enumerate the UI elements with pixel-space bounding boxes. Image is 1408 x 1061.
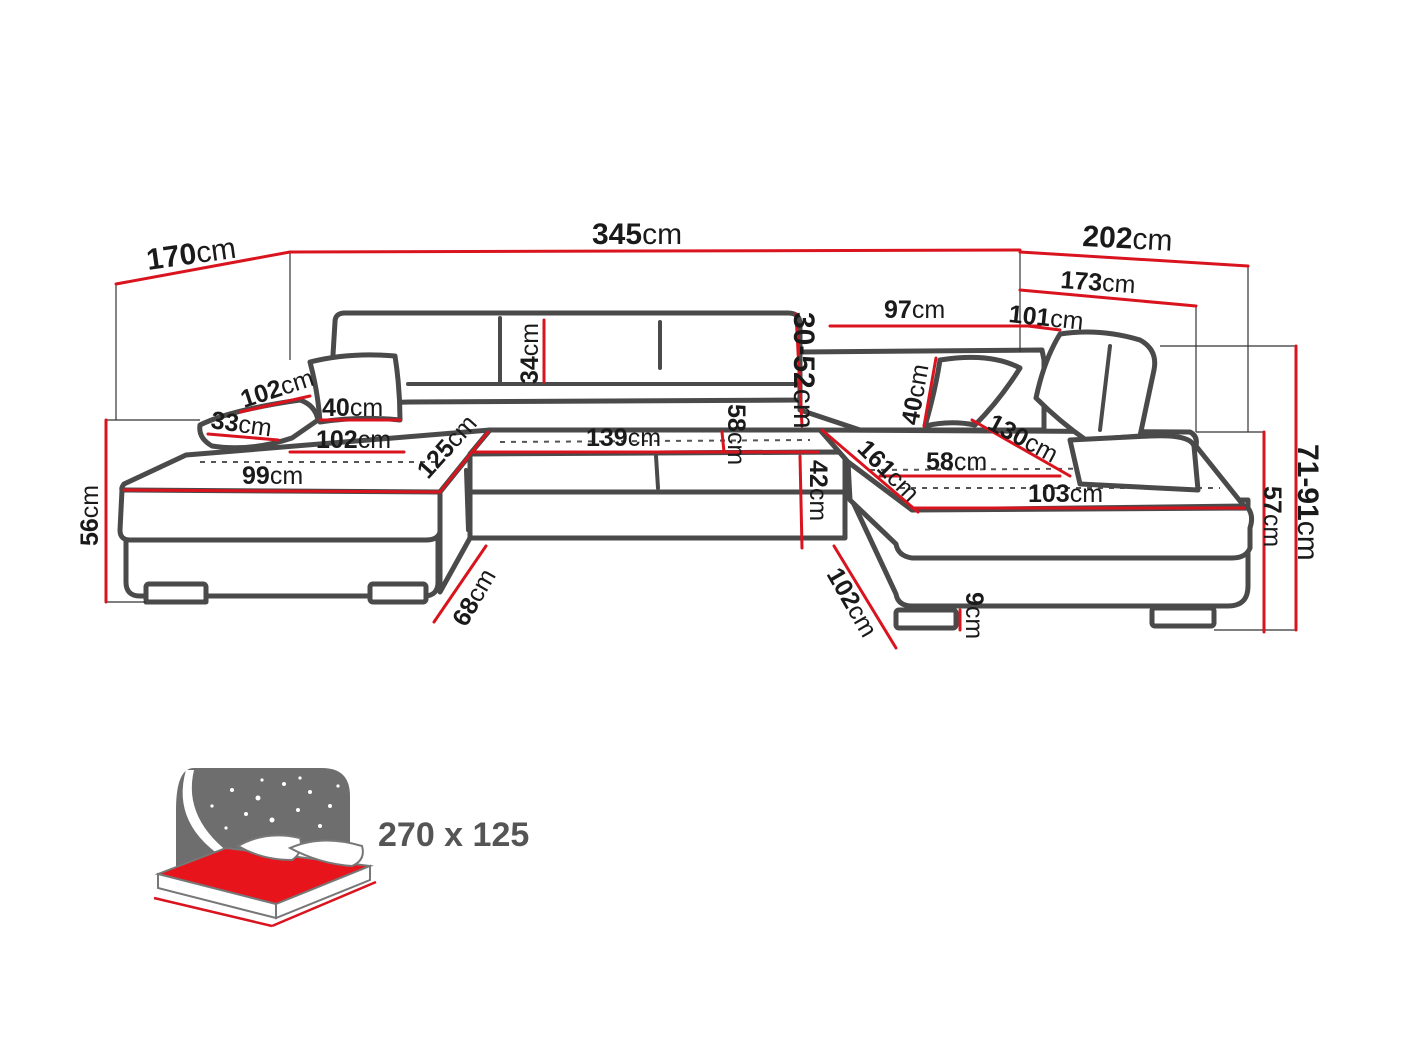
leg-1-block [143, 581, 209, 605]
label-58-mid: 58cm [722, 404, 750, 465]
backrest [327, 310, 803, 407]
middle-base [467, 487, 848, 541]
left-seat-front [117, 487, 443, 543]
sleeping-area-label: 270 x 125 [378, 816, 529, 854]
label-right-inner: 173cm [1060, 266, 1137, 299]
label-34: 34cm [516, 323, 544, 384]
line-68 [432, 544, 488, 624]
guide-lines [106, 252, 1296, 631]
seat-crease-1 [654, 454, 660, 490]
label-101: 101cm [1007, 300, 1085, 336]
label-57: 57cm [1258, 486, 1286, 547]
leg-3-block [893, 607, 959, 631]
moon-icon [182, 770, 236, 862]
right-pillow [922, 354, 1023, 429]
label-left-depth: 170cm [144, 232, 238, 277]
line-33 [206, 432, 280, 442]
bed-side-right [275, 864, 371, 920]
right-headrest [1033, 329, 1158, 443]
label-42: 42cm [804, 460, 832, 521]
bed-icon: 270 x 125 [153, 768, 529, 928]
line-right-depth [1018, 250, 1250, 268]
line-58-mid [720, 430, 726, 454]
label-99: 99cm [242, 462, 303, 490]
line-125 [438, 430, 490, 494]
label-40-right: 40cm [896, 362, 934, 427]
label-right-depth: 202cm [1082, 220, 1174, 258]
line-42 [798, 454, 804, 550]
label-total-width: 345cm [592, 218, 682, 251]
line-right-inner [1018, 288, 1198, 308]
label-68: 68cm [447, 564, 502, 631]
dimension-lines [104, 248, 1298, 650]
line-headrest [794, 312, 804, 428]
line-102-arm [238, 394, 312, 414]
label-139: 139cm [586, 424, 661, 452]
label-97: 97cm [884, 296, 945, 324]
leg-4-block [1149, 605, 1217, 629]
line-161 [820, 428, 920, 514]
line-left-depth [114, 250, 292, 286]
line-130 [970, 418, 1072, 478]
stars-icon [210, 776, 340, 840]
seat-crease-2 [464, 468, 470, 532]
headrest-crease [1098, 344, 1112, 432]
leg-2-block [367, 581, 429, 605]
label-102-front: 102cm [821, 563, 883, 642]
line-40-right [922, 356, 938, 428]
line-total-width [288, 248, 1022, 254]
label-40-left: 40cm [322, 394, 383, 422]
bed-dimension-arrow-left [153, 896, 273, 928]
label-56: 56cm [76, 485, 104, 546]
label-71-91: 71-91cm [1291, 444, 1324, 561]
label-9: 9cm [960, 592, 988, 639]
label-headrest: 30-52cm [787, 312, 820, 429]
right-armrest [1067, 433, 1201, 493]
label-103: 103cm [1028, 480, 1103, 508]
bed-dimension-arrow-right [271, 880, 377, 928]
bed-pillow-2 [287, 839, 364, 868]
label-102-seat: 102cm [316, 426, 391, 454]
seat-seam-middle [499, 439, 811, 443]
line-99 [122, 488, 442, 494]
right-seat-front [845, 459, 1255, 561]
label-58-right: 58cm [926, 448, 987, 476]
label-33: 33cm [209, 406, 273, 442]
line-102-front [832, 544, 898, 650]
